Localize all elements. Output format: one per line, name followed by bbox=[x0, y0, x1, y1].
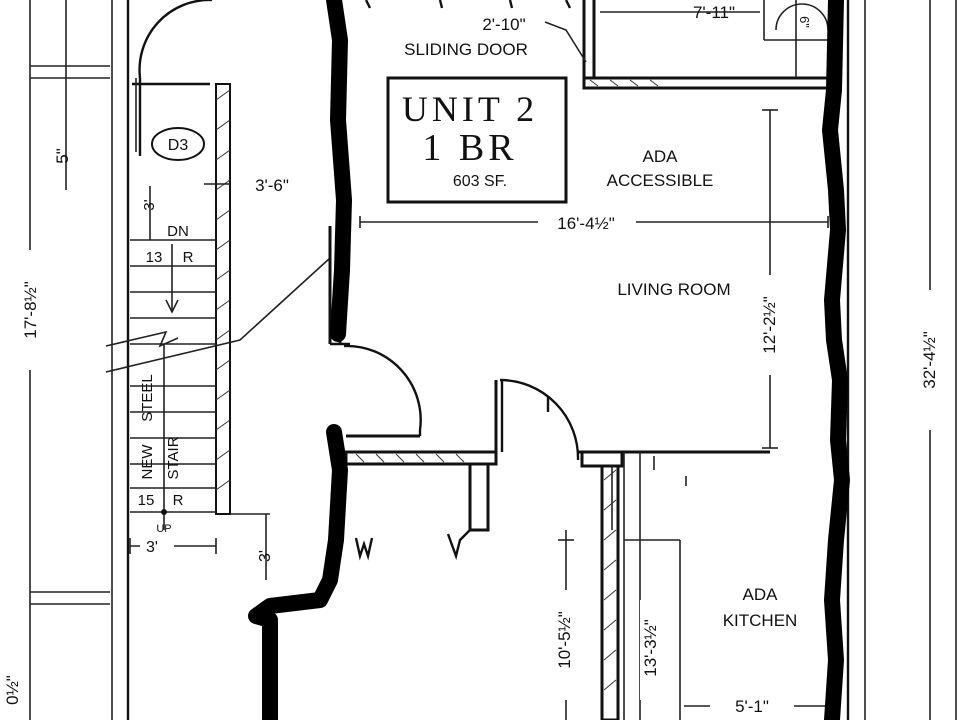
interior-walls bbox=[328, 226, 770, 720]
stair-dn: DN bbox=[167, 223, 189, 240]
dim-3-bottom: 3' bbox=[146, 539, 158, 556]
dim-3-stair: 3' bbox=[141, 199, 158, 210]
stair-15: 15 bbox=[138, 492, 155, 509]
dim-17-8: 17'-8½" bbox=[21, 281, 40, 338]
unit-area: 603 SF. bbox=[453, 173, 507, 190]
living-room-label: LIVING ROOM bbox=[617, 280, 730, 299]
dim-edge: 0½" bbox=[3, 675, 22, 705]
stair-steel: STEEL bbox=[139, 374, 156, 422]
dim-5: 5" bbox=[53, 148, 72, 164]
stair-15-r: R bbox=[173, 492, 184, 509]
stair-stair: STAIR bbox=[165, 436, 182, 479]
top-ticks bbox=[364, 0, 572, 9]
stair-up: UP bbox=[156, 523, 171, 535]
dim-6: 6" bbox=[797, 16, 812, 28]
building-outline bbox=[30, 0, 957, 720]
stair-13-r: R bbox=[183, 249, 194, 266]
dim-13-3: 13'-3½" bbox=[641, 619, 660, 676]
stair-13: 13 bbox=[146, 249, 163, 266]
dim-3-6: 3'-6" bbox=[255, 176, 289, 195]
kitchen-label: KITCHEN bbox=[723, 611, 798, 630]
dim-10-5: 10'-5½" bbox=[555, 611, 574, 668]
unit-title: UNIT 2 bbox=[402, 89, 538, 129]
sliding-door-label: SLIDING DOOR bbox=[404, 40, 528, 59]
dim-12-2: 12'-2½" bbox=[760, 296, 779, 353]
marker-outline bbox=[248, 0, 850, 720]
stair-new: NEW bbox=[139, 444, 156, 480]
stair-area: D3 3'-6" 3' DN 13 R 15 R UP NEW STEEL ST… bbox=[105, 0, 331, 580]
dim-3-vert: 3' bbox=[257, 550, 274, 562]
top-closet bbox=[582, 0, 831, 90]
kitchen-ada-label: ADA bbox=[743, 585, 779, 604]
dim-16-4: 16'-4½" bbox=[557, 214, 614, 233]
unit-label-box: UNIT 2 1 BR 603 SF. bbox=[386, 76, 568, 204]
dim-5-1: 5'-1" bbox=[735, 697, 769, 716]
dim-2-10: 2'-10" bbox=[482, 15, 525, 34]
dim-7-11: 7'-11" bbox=[693, 3, 735, 22]
accessible-label: ACCESSIBLE bbox=[607, 171, 714, 190]
door-tag-d3: D3 bbox=[168, 137, 189, 154]
unit-bedrooms: 1 BR bbox=[422, 127, 517, 169]
ada-label: ADA bbox=[643, 147, 679, 166]
dim-32-4: 32'-4½" bbox=[920, 331, 939, 388]
